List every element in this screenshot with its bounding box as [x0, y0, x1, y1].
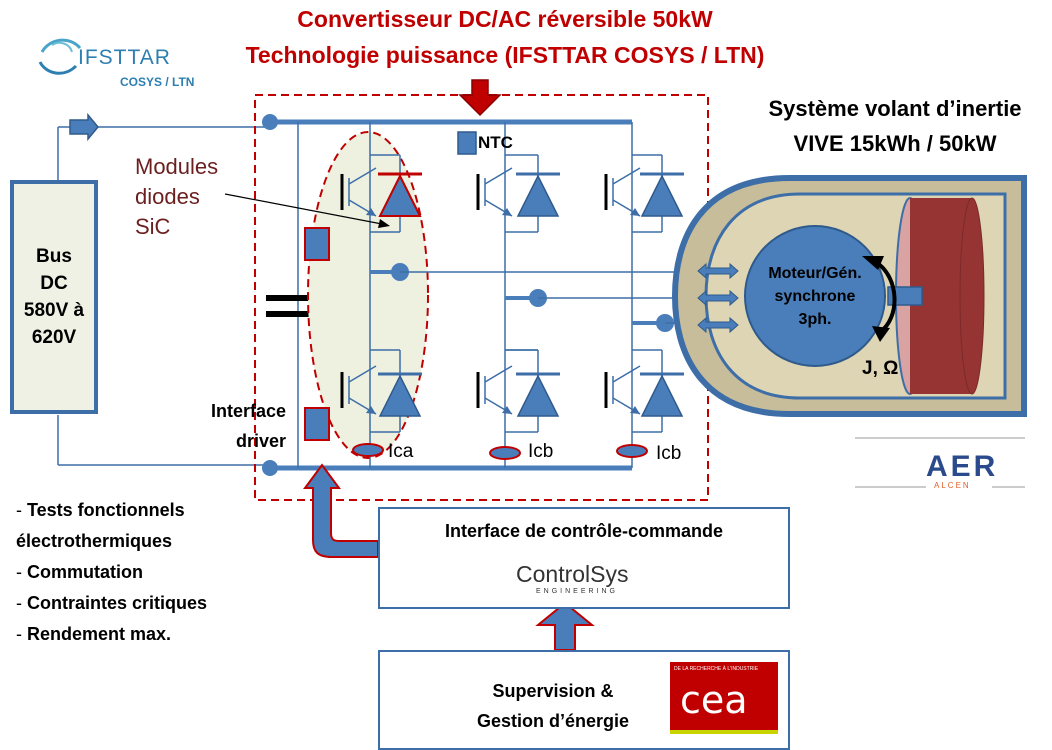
bus-arrow-icon	[69, 112, 99, 142]
dc-bus-wiring	[57, 112, 270, 466]
interface-driver-line2: driver	[235, 431, 286, 451]
flywheel-title-line2: VIVE 15kWh / 50kW	[793, 131, 997, 156]
motor-label-line3: 3ph.	[798, 311, 832, 328]
modules-label-line1: Modules	[135, 154, 219, 179]
tests-item-3: - Commutation	[16, 562, 143, 582]
control-arrow-icon	[303, 463, 379, 558]
ifsttar-logo-text: IFSTTAR	[78, 46, 171, 69]
cea-logo-tagline: DE LA RECHERCHE À L'INDUSTRIE	[674, 666, 759, 672]
modules-label: Modules diodes SiC	[135, 152, 218, 242]
phase-leg-a	[340, 122, 700, 468]
ifsttar-logo-sub: COSYS / LTN	[120, 75, 195, 89]
cea-logo: DE LA RECHERCHE À L'INDUSTRIE cea	[670, 662, 778, 734]
tests-list: - Tests fonctionnels électrothermiques -…	[16, 495, 207, 650]
interface-driver-label: Interface driver	[186, 396, 286, 456]
phase-leg-c	[604, 122, 700, 468]
controlsys-logo-sub: ENGINEERING	[536, 588, 619, 595]
supervision-label: Supervision & Gestion d’énergie	[448, 676, 658, 736]
control-interface-box: Interface de contrôle-commande ControlSy…	[378, 507, 790, 609]
heat-arrow-icon	[458, 79, 502, 117]
page-title-line2: Technologie puissance (IFSTTAR COSYS / L…	[245, 42, 765, 68]
bus-dc-line2: DC	[40, 273, 68, 294]
cea-logo-text: cea	[680, 678, 748, 722]
bus-dc-box: Bus DC 580V à 620V	[10, 180, 98, 414]
supervision-arrow-icon	[535, 601, 595, 651]
page-title-line1: Convertisseur DC/AC réversible 50kW	[297, 6, 713, 32]
supervision-line1: Supervision &	[492, 681, 614, 701]
driver-block-bottom	[304, 407, 330, 441]
control-interface-title: Interface de contrôle-commande	[444, 521, 724, 541]
current-label-ica: Ica	[388, 441, 414, 462]
motor-label-line2: synchrone	[774, 288, 856, 305]
bus-dc-line1: Bus	[36, 246, 72, 267]
motor-phase-arrows	[697, 262, 739, 334]
motor-label: Moteur/Gén. synchrone 3ph.	[745, 262, 885, 331]
current-sensors	[352, 443, 648, 460]
supervision-line2: Gestion d’énergie	[476, 711, 630, 731]
tests-item-1: - Tests fonctionnels	[16, 500, 185, 520]
driver-block-top	[304, 227, 330, 261]
tests-item-5: - Rendement max.	[16, 624, 172, 644]
flywheel-title-line1: Système volant d’inertie	[768, 96, 1022, 121]
ntc-label: NTC	[478, 133, 513, 152]
current-label-icb-1: Icb	[528, 441, 554, 462]
ntc-sensor	[457, 131, 477, 155]
ifsttar-logo-icon	[38, 38, 82, 75]
tests-item-2: électrothermiques	[16, 531, 173, 551]
modules-label-line2: diodes	[135, 184, 200, 209]
motor-label-line1: Moteur/Gén.	[768, 265, 862, 282]
bus-dc-line3: 580V à	[23, 300, 85, 321]
modules-label-line3: SiC	[135, 214, 171, 239]
aer-logo-sub: ALCEN	[934, 481, 971, 490]
supervision-box: Supervision & Gestion d’énergie DE LA RE…	[378, 650, 790, 750]
interface-driver-line1: Interface	[210, 401, 286, 421]
aer-logo-text: AER	[926, 450, 999, 483]
modules-pointer-icon	[224, 193, 390, 228]
cea-logo-stripe	[670, 730, 778, 734]
controlsys-logo-text: ControlSys	[516, 561, 629, 587]
tests-item-4: - Contraintes critiques	[16, 593, 208, 613]
flywheel-system	[671, 175, 1027, 417]
current-label-icb-2: Icb	[656, 443, 682, 464]
bus-dc-line4: 620V	[31, 327, 77, 348]
inertia-label: J, Ω	[862, 358, 899, 379]
